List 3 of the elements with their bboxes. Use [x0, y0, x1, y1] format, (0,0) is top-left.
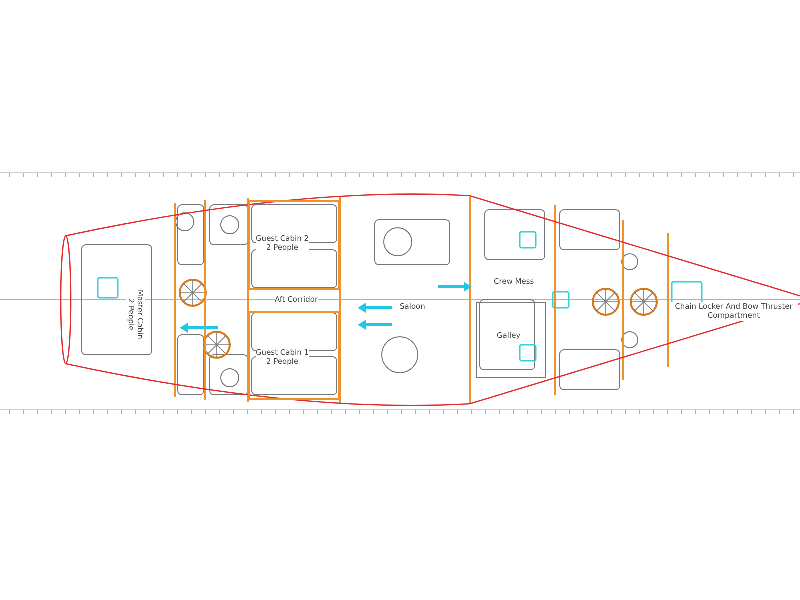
- cabin-area: [248, 200, 340, 290]
- galley-area: [476, 302, 546, 378]
- cabin-area: [248, 311, 340, 400]
